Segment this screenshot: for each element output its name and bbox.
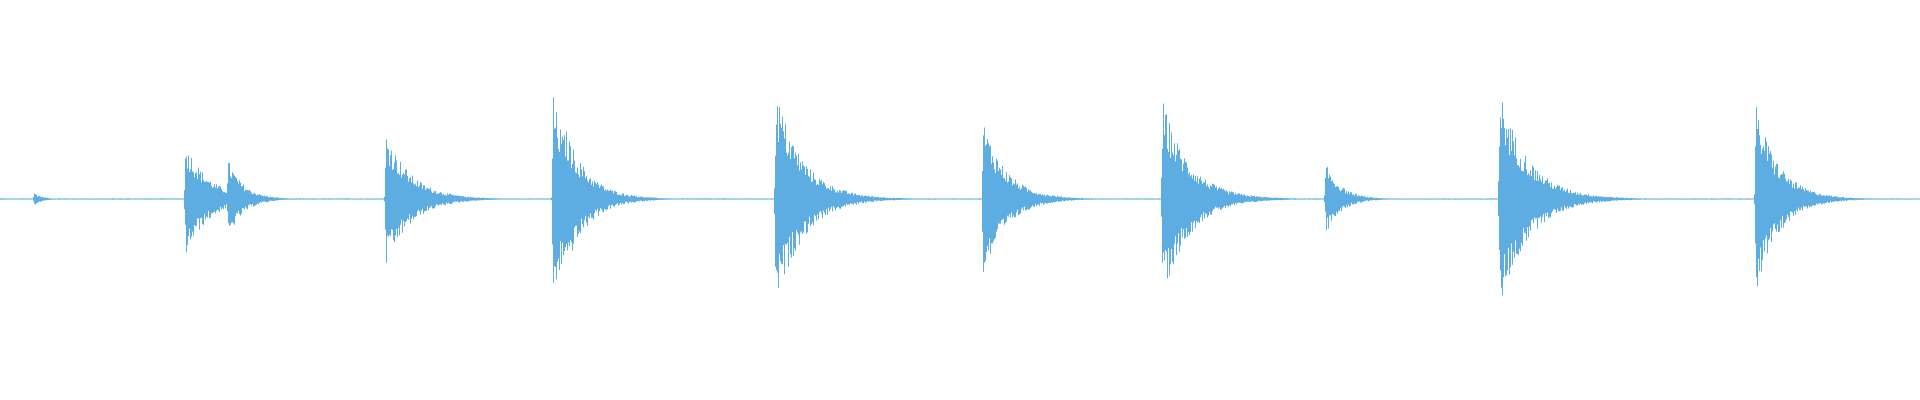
waveform-trace <box>0 97 1920 295</box>
